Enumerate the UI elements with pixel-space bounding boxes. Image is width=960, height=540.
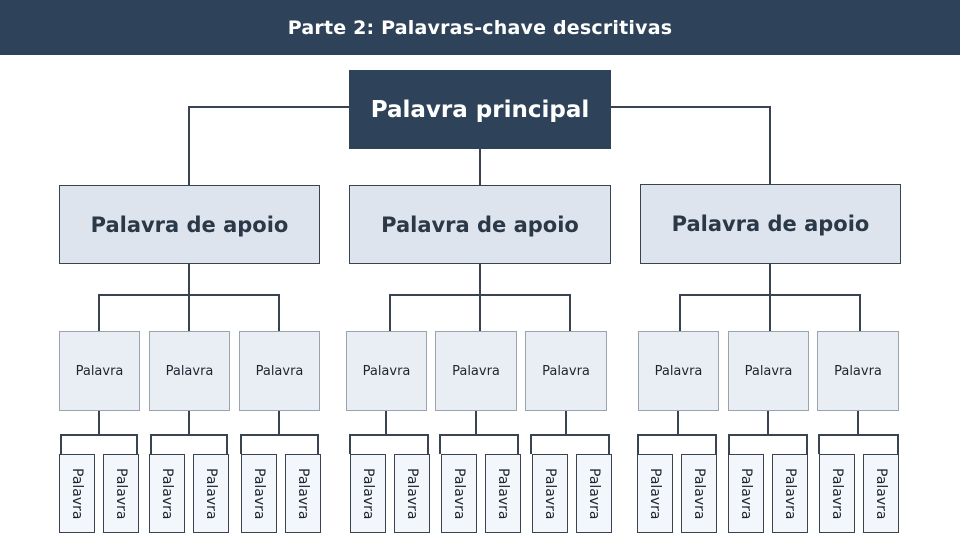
leaf-word-label: Palavra (691, 467, 707, 520)
word-label: Palavra (452, 363, 500, 379)
page-title: Parte 2: Palavras-chave descritivas (287, 16, 673, 39)
leaf-word-label: Palavra (451, 467, 467, 520)
word-box: Palavra (525, 331, 607, 411)
leaf-word-box: Palavra (193, 454, 229, 533)
word-label: Palavra (542, 363, 590, 379)
word-box: Palavra (239, 331, 320, 411)
word-label: Palavra (255, 363, 304, 379)
word-label: Palavra (75, 363, 124, 379)
word-box: Palavra (435, 331, 517, 411)
leaf-word-box: Palavra (637, 454, 673, 533)
leaf-word-label: Palavra (404, 467, 420, 520)
leaf-word-box: Palavra (350, 454, 386, 533)
leaf-word-box: Palavra (772, 454, 808, 533)
main-keyword-label: Palavra principal (370, 96, 590, 123)
leaf-word-label: Palavra (113, 467, 129, 520)
leaf-word-label: Palavra (203, 467, 219, 520)
leaf-word-box: Palavra (103, 454, 139, 533)
leaf-word-box: Palavra (59, 454, 95, 533)
word-label: Palavra (362, 363, 411, 379)
leaf-word-box: Palavra (241, 454, 277, 533)
leaf-word-label: Palavra (69, 467, 85, 520)
leaf-word-box: Palavra (485, 454, 521, 533)
leaf-word-label: Palavra (829, 467, 845, 520)
word-box: Palavra (59, 331, 140, 411)
support-keyword-box: Palavra de apoio (349, 185, 611, 264)
leaf-word-box: Palavra (285, 454, 321, 533)
word-box: Palavra (638, 331, 719, 411)
leaf-word-label: Palavra (738, 467, 754, 520)
support-keyword-label: Palavra de apoio (381, 212, 579, 237)
leaf-word-label: Palavra (586, 467, 602, 520)
word-label: Palavra (834, 363, 882, 379)
word-box: Palavra (817, 331, 899, 411)
word-box: Palavra (346, 331, 427, 411)
leaf-word-label: Palavra (873, 467, 889, 520)
leaf-word-box: Palavra (728, 454, 764, 533)
leaf-word-label: Palavra (782, 467, 798, 520)
word-label: Palavra (165, 363, 214, 379)
word-label: Palavra (744, 363, 793, 379)
word-box: Palavra (149, 331, 230, 411)
leaf-word-box: Palavra (149, 454, 185, 533)
support-keyword-box: Palavra de apoio (59, 185, 320, 264)
leaf-word-box: Palavra (681, 454, 717, 533)
leaf-word-box: Palavra (863, 454, 899, 533)
leaf-word-label: Palavra (360, 467, 376, 520)
leaf-word-label: Palavra (647, 467, 663, 520)
header-bar: Parte 2: Palavras-chave descritivas (0, 0, 960, 55)
support-keyword-box: Palavra de apoio (640, 184, 901, 264)
leaf-word-box: Palavra (819, 454, 855, 533)
leaf-word-box: Palavra (441, 454, 477, 533)
leaf-word-box: Palavra (532, 454, 568, 533)
leaf-word-label: Palavra (295, 467, 311, 520)
word-box: Palavra (728, 331, 809, 411)
main-keyword-box: Palavra principal (349, 70, 611, 149)
word-label: Palavra (654, 363, 703, 379)
leaf-word-label: Palavra (542, 467, 558, 520)
leaf-word-box: Palavra (576, 454, 612, 533)
support-keyword-label: Palavra de apoio (671, 212, 870, 236)
leaf-word-box: Palavra (394, 454, 430, 533)
leaf-word-label: Palavra (495, 467, 511, 520)
leaf-word-label: Palavra (159, 467, 175, 520)
support-keyword-label: Palavra de apoio (90, 212, 289, 237)
leaf-word-label: Palavra (251, 467, 267, 520)
